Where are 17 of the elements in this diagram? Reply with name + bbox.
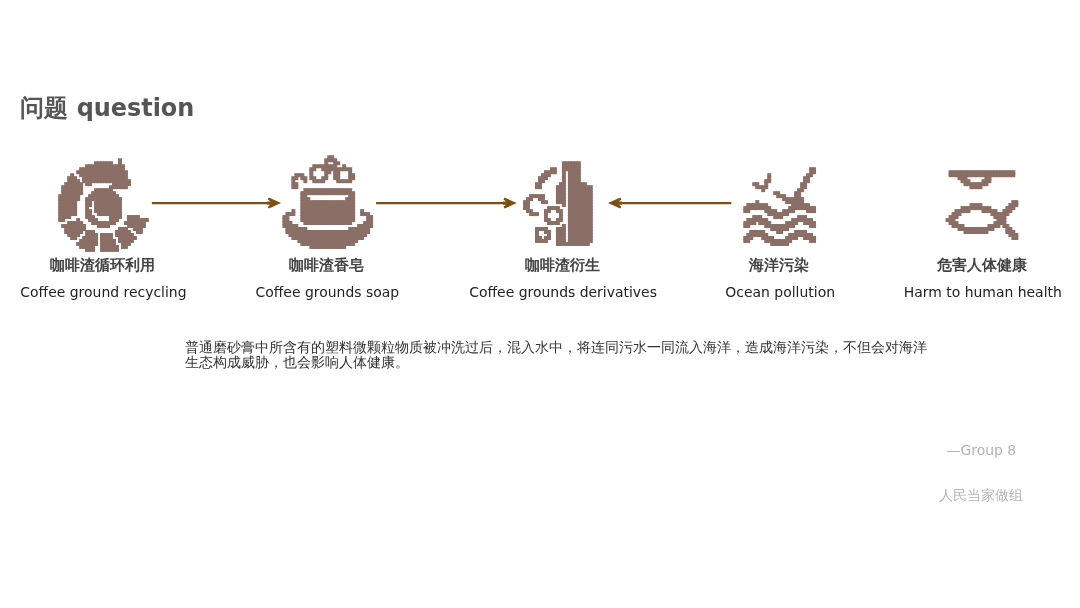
node-label: Coffee ground recycling (20, 283, 187, 300)
node-label: 危害人体健康 (936, 255, 1027, 274)
node-label: Coffee grounds soap (255, 283, 400, 300)
node-label: Harm to human health (903, 283, 1062, 300)
arrow (609, 197, 732, 209)
label: 人民当家做组 (938, 486, 1023, 503)
node-label: 咖啡渣循环利用 (50, 255, 156, 274)
arrow (151, 197, 280, 209)
node-label: 咖啡渣衍生 (524, 255, 600, 274)
node-label: 海洋污染 (749, 255, 810, 274)
node-label: Coffee grounds derivatives (469, 283, 657, 300)
label: 普通磨砂膏中所含有的塑料微颗粒物质被冲洗过后，混入水中，将连同污水一同流入海洋，造成海洋污染，不但会对海洋生态构成威胁，也会影响人体健康。 (185, 338, 928, 370)
label: —Group 8 (946, 441, 1017, 458)
node-label: Ocean pollution (725, 283, 836, 300)
node-label: 咖啡渣香皂 (289, 255, 365, 274)
diagram-title: 问题 question (20, 94, 195, 123)
arrow (376, 197, 516, 209)
